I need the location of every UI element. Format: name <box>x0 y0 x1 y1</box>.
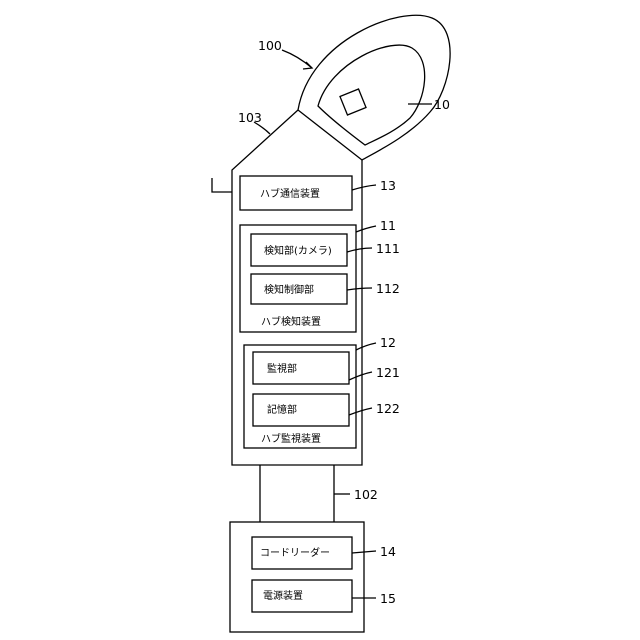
hub-monitoring-label: ハブ監視装置 <box>261 432 321 445</box>
ref-10: 10 <box>434 97 450 112</box>
ref-111: 111 <box>376 241 400 256</box>
hub-detection-label: ハブ検知装置 <box>261 315 321 328</box>
storage-unit-label: 記憶部 <box>267 403 297 416</box>
leader-100 <box>282 50 312 68</box>
clip-head-sensor <box>340 89 366 115</box>
monitor-unit-label: 監視部 <box>267 362 297 375</box>
connector-neck <box>260 465 334 522</box>
ref-12: 12 <box>380 335 396 350</box>
hub-comm-label: ハブ通信装置 <box>260 187 320 200</box>
ref-100: 100 <box>258 38 282 53</box>
antenna-icon <box>212 178 232 192</box>
ref-13: 13 <box>380 178 396 193</box>
leader-11 <box>356 226 376 232</box>
leader-13 <box>352 185 376 190</box>
clip-head <box>298 15 450 160</box>
clip-head-inner <box>318 45 425 145</box>
ref-112: 112 <box>376 281 400 296</box>
ref-121: 121 <box>376 365 400 380</box>
ref-15: 15 <box>380 591 396 606</box>
detection-camera-label: 検知部(カメラ) <box>264 244 332 257</box>
ref-14: 14 <box>380 544 396 559</box>
code-reader-label: コードリーダー <box>260 546 330 559</box>
power-supply-label: 電源装置 <box>263 589 303 602</box>
ref-103: 103 <box>238 110 262 125</box>
ref-11: 11 <box>380 218 396 233</box>
ref-122: 122 <box>376 401 400 416</box>
detection-control-label: 検知制御部 <box>264 283 314 296</box>
leader-12 <box>356 343 376 350</box>
ref-102: 102 <box>354 487 378 502</box>
leader-100-arrow <box>303 62 312 69</box>
clip-head-outline <box>298 15 450 160</box>
